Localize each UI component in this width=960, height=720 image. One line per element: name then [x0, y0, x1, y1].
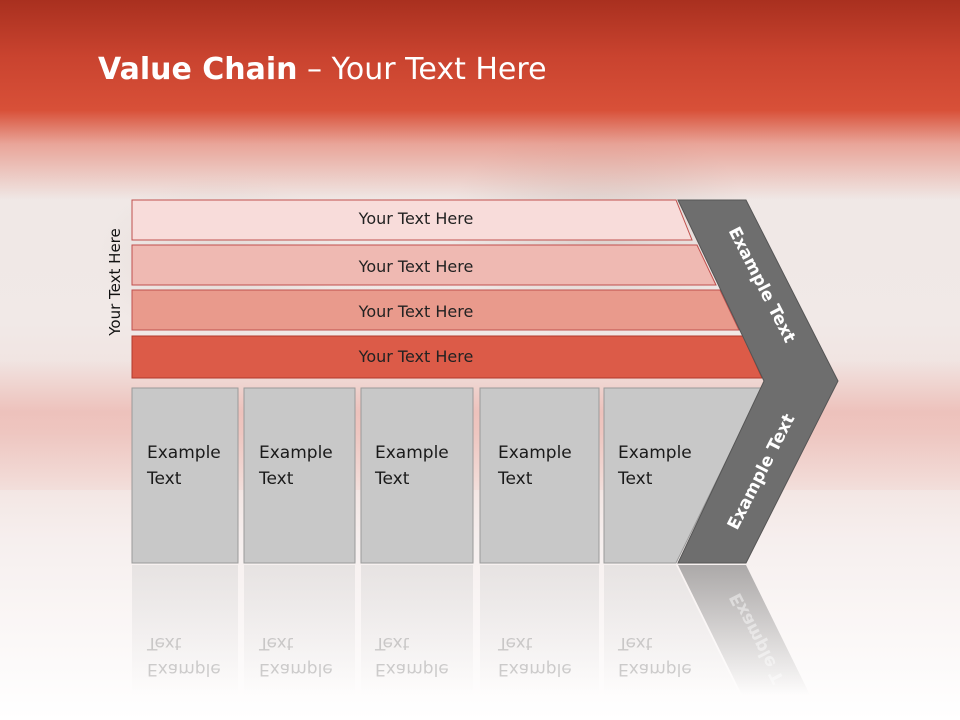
cell-reflection-4 [480, 565, 599, 695]
cell-reflection-text-4: Example Text [498, 630, 598, 682]
cell-box-4 [479, 387, 600, 564]
row-label-4: Your Text Here [358, 347, 474, 366]
row-bar-3 [131, 289, 740, 331]
chevron-reflection [678, 565, 810, 695]
cell-3-line2: Text [375, 469, 410, 489]
cell-reflection-text-1: Example Text [147, 630, 247, 682]
row-bar-4 [131, 335, 763, 379]
cell-reflection-text-5: Example Text [618, 630, 718, 682]
header-band [0, 0, 960, 200]
cell-refl-4-line2: Text [498, 633, 533, 653]
row-label-3: Your Text Here [358, 302, 474, 321]
cell-2-line1: Example [259, 443, 333, 463]
cell-refl-2-line1: Example [259, 659, 333, 679]
cell-box-3 [360, 387, 474, 564]
cell-5-line2: Text [618, 469, 653, 489]
cell-refl-3-line2: Text [375, 633, 410, 653]
cell-5-line1: Example [618, 443, 692, 463]
cell-refl-1-line1: Example [147, 659, 221, 679]
cell-reflection-2 [244, 565, 355, 695]
cell-box-5 [603, 387, 763, 564]
cell-refl-2-line2: Text [259, 633, 294, 653]
side-label: Your Text Here [106, 228, 124, 336]
cell-2-line2: Text [259, 469, 294, 489]
cell-reflection-1 [132, 565, 238, 695]
slide-title: Value Chain – Your Text Here [98, 52, 547, 87]
cell-1-line2: Text [147, 469, 182, 489]
cell-box-1 [131, 387, 239, 564]
row-bar-2 [131, 244, 717, 286]
cell-box-2 [243, 387, 356, 564]
cell-refl-1-line2: Text [147, 633, 182, 653]
chevron-arrow [677, 199, 839, 564]
cell-reflection-5 [604, 565, 740, 695]
cell-reflection-3 [361, 565, 473, 695]
cell-refl-5-line1: Example [618, 659, 692, 679]
cell-reflection-text-2: Example Text [259, 630, 359, 682]
cell-refl-4-line1: Example [498, 659, 572, 679]
cell-refl-5-line2: Text [618, 633, 653, 653]
cell-4-line2: Text [498, 469, 533, 489]
cell-1-line1: Example [147, 443, 221, 463]
cell-reflection-text-3: Example Text [375, 630, 475, 682]
row-bar-1 [131, 199, 693, 241]
row-label-2: Your Text Here [358, 257, 474, 276]
cell-3-line1: Example [375, 443, 449, 463]
row-label-1: Your Text Here [358, 209, 474, 228]
cell-4-line1: Example [498, 443, 572, 463]
title-bold: Value Chain [98, 52, 298, 87]
cell-refl-3-line1: Example [375, 659, 449, 679]
title-rest: – Your Text Here [297, 52, 547, 87]
